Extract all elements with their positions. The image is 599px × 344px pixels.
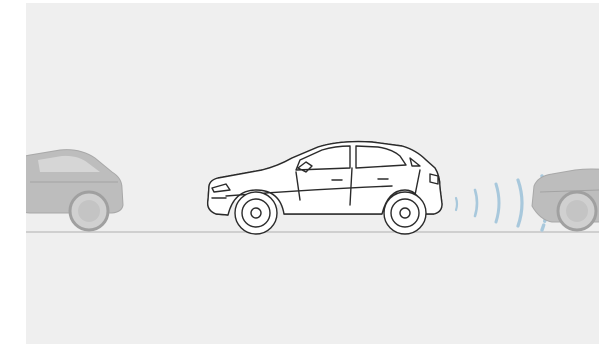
host-vehicle-icon — [208, 142, 442, 234]
front-vehicle-icon — [532, 169, 599, 230]
rear-vehicle-icon — [10, 150, 123, 230]
